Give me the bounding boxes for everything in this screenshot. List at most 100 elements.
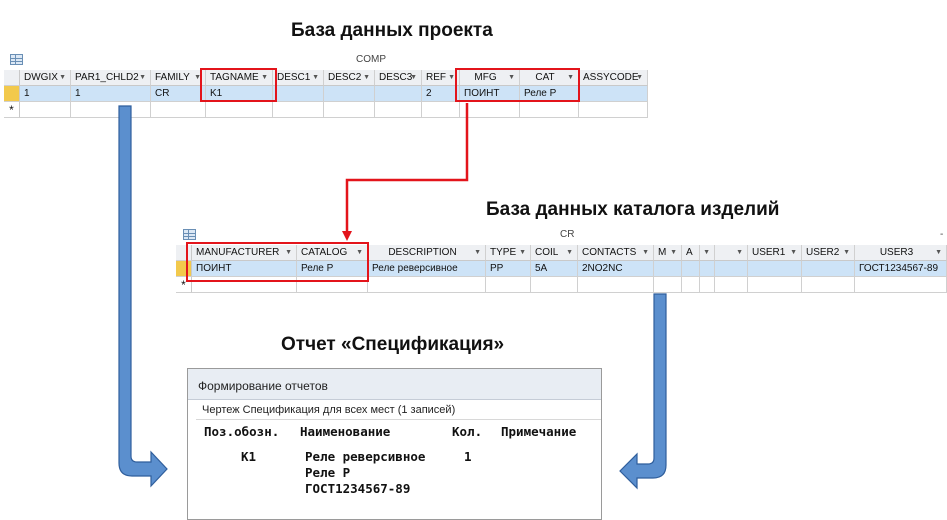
chevron-down-icon[interactable]: ▼ [261, 74, 268, 81]
chevron-down-icon[interactable]: ▼ [285, 249, 292, 256]
table-cell[interactable] [273, 86, 324, 102]
column-header[interactable]: DWGIX▼ [20, 70, 71, 86]
table-cell[interactable] [71, 102, 151, 118]
chevron-down-icon[interactable]: ▼ [670, 249, 677, 256]
chevron-down-icon[interactable]: ▼ [519, 249, 526, 256]
column-header[interactable]: MFG ▼ [460, 70, 520, 86]
row-selector[interactable] [4, 70, 20, 86]
column-header[interactable]: PAR1_CHLD2▼ [71, 70, 151, 86]
column-header[interactable]: USER3▼ [855, 245, 947, 261]
column-header[interactable]: DESCRIPTION▼ [368, 245, 486, 261]
column-header[interactable]: DESC1▼ [273, 70, 324, 86]
chevron-down-icon[interactable]: ▼ [636, 74, 643, 81]
chevron-down-icon[interactable]: ▼ [312, 74, 319, 81]
column-header[interactable]: ASSYCODE▼ [579, 70, 648, 86]
column-header[interactable]: A [682, 245, 700, 261]
row-selector[interactable] [176, 245, 192, 261]
table-cell[interactable]: Реле реверсивное [368, 261, 486, 277]
row-selector[interactable] [4, 86, 20, 102]
table-cell[interactable] [579, 86, 648, 102]
column-header[interactable]: COIL▼ [531, 245, 578, 261]
table-cell[interactable]: PP [486, 261, 531, 277]
chevron-down-icon[interactable]: ▼ [567, 74, 574, 81]
column-header[interactable]: CONTACTS▼ [578, 245, 654, 261]
chevron-down-icon[interactable]: ▼ [363, 74, 370, 81]
table-cell[interactable] [682, 277, 700, 293]
cr-grid: MANUFACTURER▼ CATALOG▼ DESCRIPTION▼ TYPE… [176, 245, 947, 293]
table-cell[interactable] [520, 102, 579, 118]
table-cell[interactable] [579, 102, 648, 118]
column-header[interactable]: MANUFACTURER▼ [192, 245, 297, 261]
column-header[interactable]: FAMILY▼ [151, 70, 206, 86]
chevron-down-icon[interactable]: ▼ [790, 249, 797, 256]
table-cell[interactable]: ПОИНТ [192, 261, 297, 277]
header-label: ASSYCODE [583, 72, 639, 83]
chevron-down-icon[interactable]: ▼ [410, 74, 417, 81]
table-cell[interactable] [578, 277, 654, 293]
table-cell[interactable]: 1 [20, 86, 71, 102]
column-header[interactable]: TYPE▼ [486, 245, 531, 261]
chevron-down-icon[interactable]: ▼ [642, 249, 649, 256]
table-cell[interactable] [802, 277, 855, 293]
column-header[interactable]: M▼ [654, 245, 682, 261]
table-cell[interactable] [460, 102, 520, 118]
new-record-row[interactable]: * [4, 102, 648, 118]
row-selector[interactable] [176, 261, 192, 277]
table-cell[interactable]: CR [151, 86, 206, 102]
column-header[interactable]: USER2▼ [802, 245, 855, 261]
table-cell[interactable]: 5A [531, 261, 578, 277]
chevron-down-icon[interactable]: ▼ [139, 74, 146, 81]
table-cell[interactable] [654, 277, 682, 293]
chevron-down-icon[interactable]: ▼ [566, 249, 573, 256]
table-cell[interactable] [375, 102, 422, 118]
table-cell[interactable] [802, 261, 855, 277]
table-cell[interactable] [324, 102, 375, 118]
table-cell[interactable] [422, 102, 460, 118]
table-cell[interactable] [748, 277, 802, 293]
table-cell[interactable] [368, 277, 486, 293]
table-cell[interactable]: ГОСТ1234567-89 [855, 261, 947, 277]
chevron-down-icon[interactable]: ▼ [474, 249, 481, 256]
chevron-down-icon[interactable]: ▼ [356, 249, 363, 256]
column-header[interactable]: DESC2▼ [324, 70, 375, 86]
table-cell[interactable] [748, 261, 802, 277]
column-header[interactable]: ▼ [700, 245, 715, 261]
chevron-down-icon[interactable]: ▼ [935, 249, 942, 256]
table-cell[interactable] [151, 102, 206, 118]
table-cell[interactable]: 2 [422, 86, 460, 102]
table-cell[interactable]: 1 [71, 86, 151, 102]
chevron-down-icon[interactable]: ▼ [843, 249, 850, 256]
chevron-down-icon[interactable]: ▼ [59, 74, 66, 81]
table-cell[interactable] [486, 277, 531, 293]
table-cell[interactable] [715, 261, 748, 277]
chevron-down-icon[interactable]: ▼ [448, 74, 455, 81]
table-cell[interactable] [715, 277, 748, 293]
column-header[interactable]: ▼ [715, 245, 748, 261]
table-cell[interactable] [206, 102, 273, 118]
column-header[interactable]: REF▼ [422, 70, 460, 86]
chevron-down-icon[interactable]: ▼ [508, 74, 515, 81]
table-cell[interactable] [273, 102, 324, 118]
entry-position: K1 [241, 449, 257, 464]
table-cell[interactable] [531, 277, 578, 293]
table-cell[interactable] [855, 277, 947, 293]
column-header[interactable]: USER1▼ [748, 245, 802, 261]
table-cell[interactable] [700, 261, 715, 277]
table-row[interactable]: ПОИНТ Реле Р Реле реверсивное PP 5A 2NO2… [176, 261, 947, 277]
comp-header-row: DWGIX▼ PAR1_CHLD2▼ FAMILY▼ TAGNAME▼ DESC… [4, 70, 648, 86]
header-label: MFG [474, 72, 497, 83]
table-cell[interactable] [682, 261, 700, 277]
chevron-down-icon[interactable]: ▼ [194, 74, 201, 81]
table-cell[interactable] [324, 86, 375, 102]
table-cell[interactable] [375, 86, 422, 102]
chevron-down-icon[interactable]: ▼ [736, 249, 743, 256]
table-cell[interactable] [700, 277, 715, 293]
header-label: DESC3 [379, 72, 413, 83]
table-cell[interactable] [20, 102, 71, 118]
table-cell[interactable] [654, 261, 682, 277]
table-cell[interactable]: 2NO2NC [578, 261, 654, 277]
chevron-down-icon[interactable]: ▼ [703, 249, 710, 256]
column-header[interactable]: DESC3▼ [375, 70, 422, 86]
column-header[interactable]: TAGNAME▼ [206, 70, 273, 86]
header-label: M [658, 247, 667, 258]
